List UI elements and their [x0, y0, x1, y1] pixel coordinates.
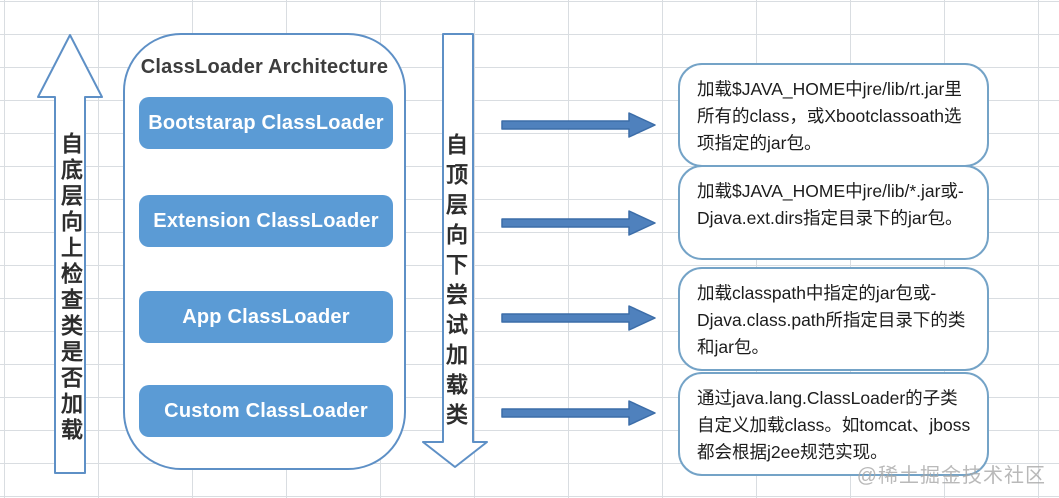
right-arrow-icon — [501, 400, 656, 426]
app-note: 加载classpath中指定的jar包或-Djava.class.path所指定… — [678, 267, 989, 371]
extension-classloader-box: Extension ClassLoader — [139, 195, 393, 247]
custom-note: 通过java.lang.ClassLoader的子类自定义加载class。如to… — [678, 372, 989, 476]
down-arrow-icon — [422, 33, 488, 468]
bottom-up-check-label: 自底层向上检查类是否加载 — [58, 132, 83, 444]
classloader-architecture-panel: ClassLoader Architecture Bootstarap Clas… — [123, 33, 406, 470]
down-arrow-shape — [422, 33, 488, 468]
bootstrap-classloader-box: Bootstarap ClassLoader — [139, 97, 393, 149]
right-arrow-icon — [501, 112, 656, 138]
extension-note: 加载$JAVA_HOME中jre/lib/*.jar或-Djava.ext.di… — [678, 165, 989, 260]
right-arrow-icon — [501, 305, 656, 331]
top-down-load-label: 自顶层向下尝试加载类 — [443, 133, 468, 433]
up-arrow-icon — [37, 34, 103, 474]
connector-arrow-2 — [501, 210, 656, 236]
custom-classloader-box: Custom ClassLoader — [139, 385, 393, 437]
connector-arrow-3 — [501, 305, 656, 331]
connector-arrow-4 — [501, 400, 656, 426]
panel-title: ClassLoader Architecture — [140, 56, 389, 78]
up-arrow-shape — [37, 34, 103, 474]
app-classloader-box: App ClassLoader — [139, 291, 393, 343]
right-arrow-icon — [501, 210, 656, 236]
connector-arrow-1 — [501, 112, 656, 138]
bootstrap-note: 加载$JAVA_HOME中jre/lib/rt.jar里所有的class，或Xb… — [678, 63, 989, 167]
watermark-text: @稀土掘金技术社区 — [856, 465, 1046, 487]
